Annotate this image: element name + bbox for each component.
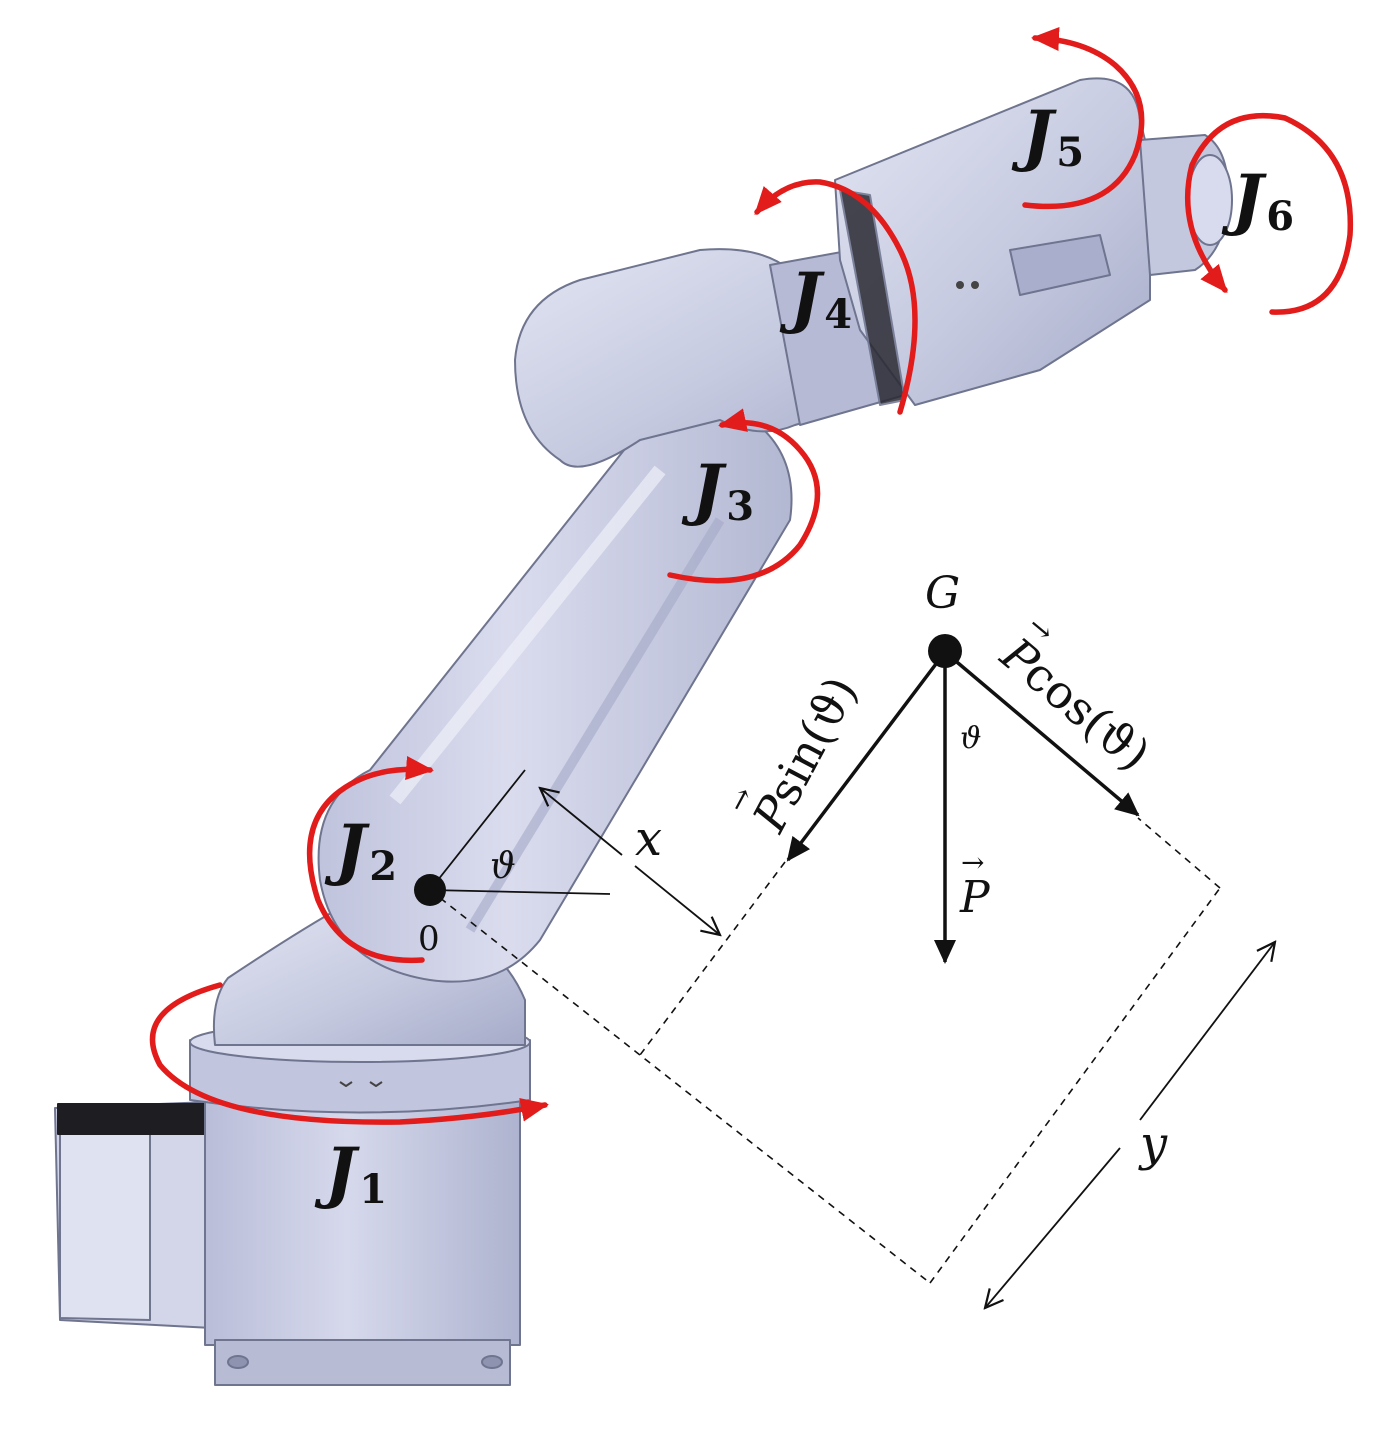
sin-component-arrow bbox=[786, 650, 947, 862]
origin-angle-label: ϑ bbox=[490, 846, 516, 887]
rotation-arrows bbox=[149, 26, 1354, 1125]
forearm bbox=[834, 77, 1151, 406]
robot-body bbox=[54, 77, 1233, 1386]
j1-rotation-arrow bbox=[149, 982, 549, 1125]
j3-rotation-arrow bbox=[667, 408, 821, 584]
base-column bbox=[204, 1089, 521, 1386]
x-dimension-arrow-down bbox=[634, 865, 720, 935]
dashed-line-right bbox=[929, 887, 1221, 1284]
dashed-line-top-right bbox=[1137, 817, 1221, 889]
j2-rotation-arrow bbox=[306, 756, 434, 964]
force-vectors bbox=[786, 634, 1140, 964]
cos-component-label: P → cos(ϑ) bbox=[990, 609, 1160, 782]
y-dimension-arrow-down bbox=[985, 1147, 1121, 1308]
x-distance-label: x bbox=[635, 811, 662, 867]
joint-label-j6: J6 bbox=[1221, 160, 1294, 240]
j4-rotation-arrow bbox=[754, 179, 918, 415]
svg-text:cos(ϑ): cos(ϑ) bbox=[1014, 646, 1160, 781]
lower-arm bbox=[317, 406, 793, 983]
dashed-line-left bbox=[639, 861, 786, 1056]
dashed-projection-lines bbox=[429, 817, 1221, 1284]
origin-label: 0 bbox=[418, 919, 440, 959]
weight-vector-label: P → bbox=[959, 846, 991, 923]
svg-text:P: P bbox=[959, 872, 991, 923]
j5-rotation-arrow bbox=[1022, 26, 1145, 210]
wrist bbox=[1009, 134, 1233, 296]
arm-axis-line bbox=[429, 769, 526, 891]
origin-dot bbox=[414, 874, 446, 906]
horizontal-reference-line bbox=[429, 889, 611, 895]
svg-text:sin(ϑ): sin(ϑ) bbox=[756, 668, 868, 814]
dashed-line-origin bbox=[429, 889, 931, 1284]
y-dimension-arrow-up bbox=[1139, 942, 1275, 1121]
center-of-gravity-dot bbox=[928, 634, 962, 668]
j6-rotation-arrow bbox=[1184, 112, 1354, 315]
cos-component-arrow bbox=[943, 650, 1140, 817]
x-dimension-arrow-up bbox=[540, 788, 623, 856]
base-motor-box bbox=[54, 1101, 213, 1329]
svg-text:→: → bbox=[961, 846, 984, 879]
g-angle-label: ϑ bbox=[960, 721, 981, 756]
sin-component-label: P → sin(ϑ) bbox=[720, 668, 868, 841]
origin-angle-lines bbox=[429, 769, 611, 895]
y-distance-label: y bbox=[1138, 1116, 1168, 1172]
center-of-gravity-label: G bbox=[925, 568, 960, 619]
